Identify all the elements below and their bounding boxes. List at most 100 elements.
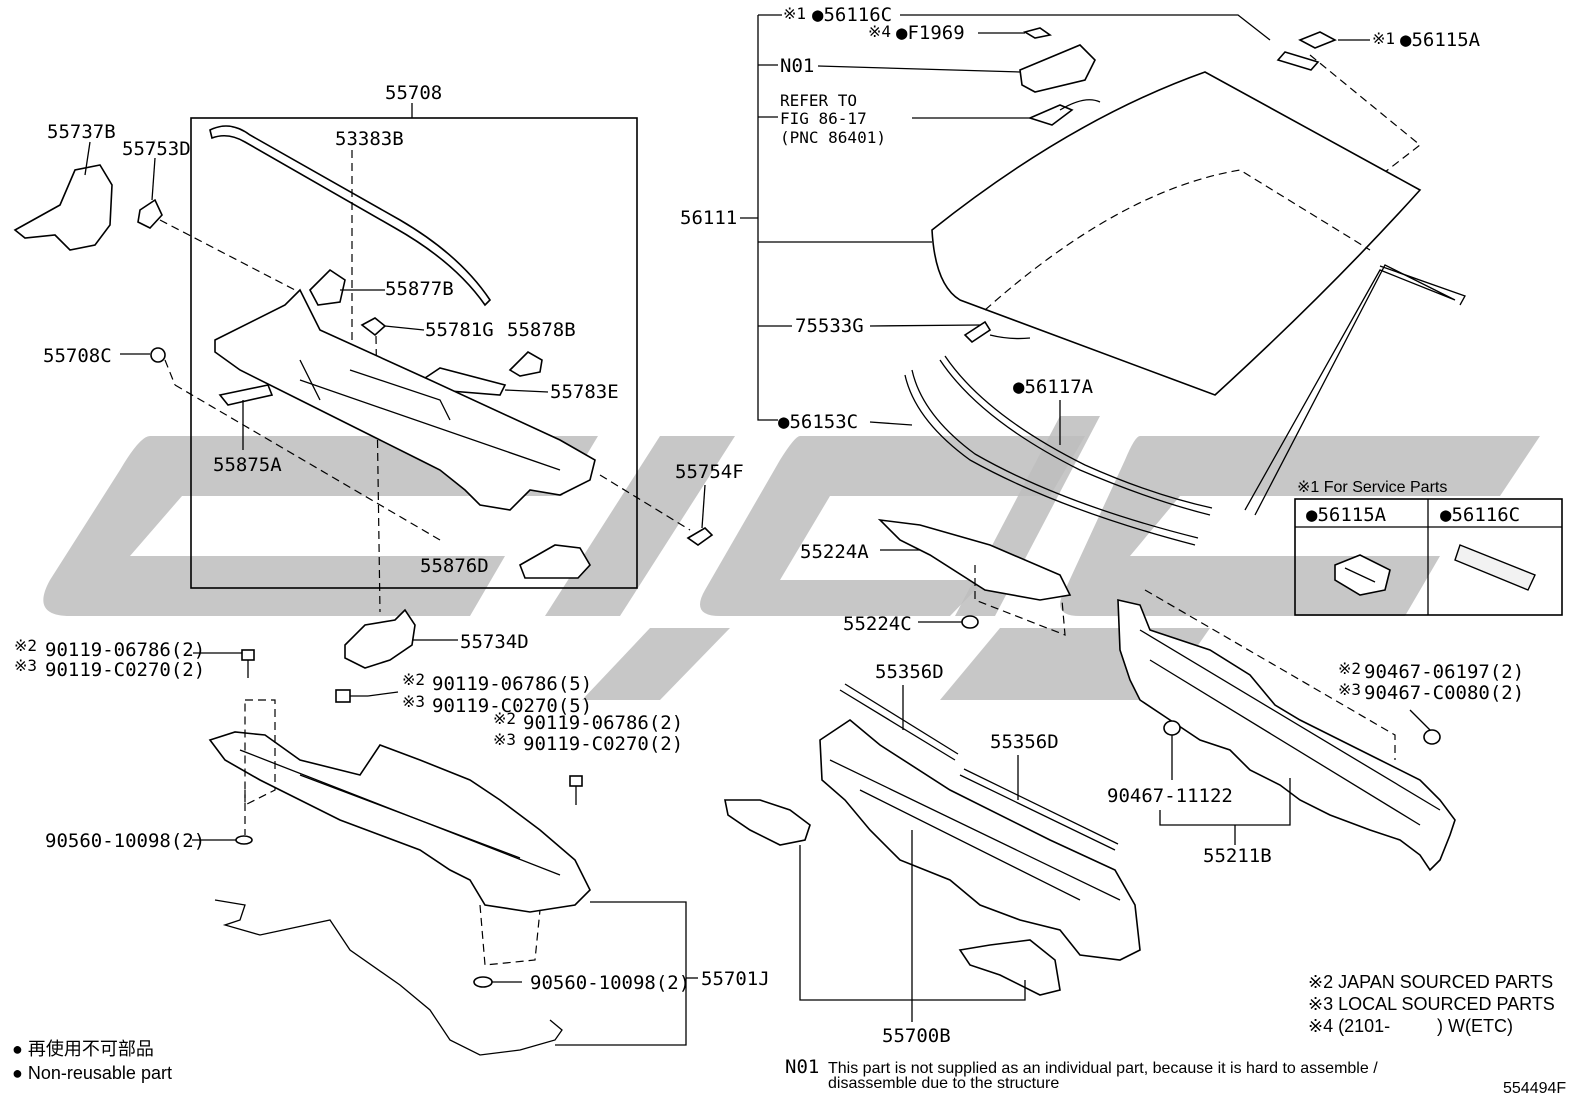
label-55224a[interactable]: 55224A: [800, 541, 869, 563]
part-55708c: [150, 347, 166, 363]
part-55877b: [309, 268, 346, 306]
label-53383b[interactable]: 53383B: [335, 128, 404, 150]
diagram-id: 554494F: [1503, 1080, 1566, 1097]
note-n01-line1: This part is not supplied as an individu…: [828, 1060, 1378, 1077]
part-55356d-strip-a: [839, 689, 956, 761]
label-90467-b[interactable]: 90467-C0080(2): [1364, 682, 1524, 704]
part-56111-windshield: [931, 71, 1422, 396]
part-sensor-86401: [1027, 104, 1074, 126]
label-56111[interactable]: 56111: [680, 207, 737, 229]
part-seal-hose: [214, 899, 563, 1056]
label-bolt-d-mark: ※3: [402, 692, 425, 711]
label-55356d-a[interactable]: 55356D: [875, 661, 944, 683]
label-bolt-a-mark: ※2: [14, 636, 37, 655]
label-56115a[interactable]: ●56115A: [1400, 29, 1481, 51]
label-bolt-c-mark: ※2: [402, 670, 425, 689]
bolt-icon: [569, 775, 583, 805]
parts-right: [724, 14, 1563, 1022]
legend-english: ● Non-reusable part: [12, 1063, 172, 1083]
part-90467-clip-b: [1163, 720, 1181, 736]
part-90560-grommet-a: [235, 835, 253, 845]
label-refer-2[interactable]: FIG 86-17: [780, 109, 867, 128]
part-55224a: [877, 518, 1072, 601]
label-90467-a[interactable]: 90467-06197(2): [1364, 661, 1524, 683]
part-55753d: [137, 198, 163, 229]
label-90560-a[interactable]: 90560-10098(2): [45, 830, 205, 852]
label-90467-c[interactable]: 90467-11122: [1107, 785, 1233, 807]
part-56117a-molding: [939, 359, 1211, 516]
part-55875a: [218, 384, 274, 406]
label-55877b[interactable]: 55877B: [385, 278, 454, 300]
label-55878b[interactable]: 55878B: [507, 319, 576, 341]
label-55753d[interactable]: 55753D: [122, 138, 191, 160]
label-55708[interactable]: 55708: [385, 82, 442, 104]
label-56116c[interactable]: ●56116C: [812, 4, 892, 26]
bolt-icon: [335, 689, 368, 703]
note-local-sourced: ※3 LOCAL SOURCED PARTS: [1308, 994, 1555, 1014]
label-bolt-e-mark: ※2: [493, 709, 516, 728]
label-refer-1: REFER TO: [780, 91, 857, 110]
service-table-col2[interactable]: ●56116C: [1440, 504, 1520, 526]
label-refer-3: (PNC 86401): [780, 128, 886, 147]
label-bolt-d[interactable]: 90119-C0270(5): [432, 695, 592, 717]
group-box-55708: [190, 117, 638, 589]
label-55737b[interactable]: 55737B: [47, 121, 116, 143]
service-table-title: ※1 For Service Parts: [1297, 479, 1447, 496]
label-55701j[interactable]: 55701J: [701, 968, 770, 990]
label-55754f[interactable]: 55754F: [675, 461, 744, 483]
part-56153c-molding: [904, 374, 1196, 546]
label-55875a[interactable]: 55875A: [213, 454, 282, 476]
label-n01[interactable]: N01: [780, 55, 814, 77]
label-55211b[interactable]: 55211B: [1203, 845, 1272, 867]
part-75533g-clip: [963, 320, 992, 344]
label-90467-b-mark: ※3: [1338, 680, 1361, 699]
label-55783e[interactable]: 55783E: [550, 381, 619, 403]
part-55224c: [961, 615, 979, 629]
label-56117a[interactable]: ●56117A: [1013, 376, 1094, 398]
parts-left: [13, 125, 714, 1056]
part-55754f: [686, 526, 714, 546]
part-55701j-lower: [208, 731, 591, 913]
labels: 55708 55737B 55753D 53383B 55877B 55781G…: [12, 4, 1566, 1097]
part-55878b: [508, 351, 543, 377]
label-bolt-b-mark: ※3: [14, 656, 37, 675]
label-bolt-c[interactable]: 90119-06786(5): [432, 673, 592, 695]
part-90467-clip-a: [1423, 729, 1441, 745]
label-55781g[interactable]: 55781G: [425, 319, 494, 341]
note-n01-line2: disassemble due to the structure: [828, 1075, 1059, 1092]
note-n01-code: N01: [785, 1056, 819, 1078]
label-f1969-mark: ※4: [868, 22, 891, 41]
part-75533g-seal: [1244, 264, 1456, 516]
service-table-col1[interactable]: ●56115A: [1306, 504, 1387, 526]
label-75533g[interactable]: 75533G: [795, 315, 864, 337]
label-56153c[interactable]: ●56153C: [778, 411, 858, 433]
label-bolt-f[interactable]: 90119-C0270(2): [523, 733, 683, 755]
part-side-bracket-left: [724, 799, 811, 846]
part-55737b: [13, 164, 113, 251]
label-bolt-f-mark: ※3: [493, 730, 516, 749]
label-55356d-b[interactable]: 55356D: [990, 731, 1059, 753]
part-56116c: [1276, 51, 1320, 71]
part-56115a-detail-icon: [1334, 554, 1391, 596]
part-55700b-cowl-panel: [819, 719, 1141, 961]
label-bolt-e[interactable]: 90119-06786(2): [523, 712, 683, 734]
label-55700b[interactable]: 55700B: [882, 1025, 951, 1047]
bolt-icon: [241, 649, 255, 678]
label-90560-b[interactable]: 90560-10098(2): [530, 972, 690, 994]
label-bolt-a[interactable]: 90119-06786(2): [45, 639, 205, 661]
part-55734d: [344, 608, 416, 669]
label-55224c[interactable]: 55224C: [843, 613, 912, 635]
label-55876d[interactable]: 55876D: [420, 555, 489, 577]
label-56115a-mark: ※1: [1372, 29, 1395, 48]
label-f1969[interactable]: ●F1969: [896, 22, 965, 44]
part-side-bracket-right: [958, 939, 1061, 996]
label-55708c[interactable]: 55708C: [43, 345, 112, 367]
part-90560-grommet-b: [473, 976, 493, 988]
part-55781g: [360, 317, 387, 337]
label-bolt-b[interactable]: 90119-C0270(2): [45, 659, 205, 681]
part-55876d: [519, 544, 591, 579]
label-90467-a-mark: ※2: [1338, 659, 1361, 678]
label-55734d[interactable]: 55734D: [460, 631, 529, 653]
legend-japanese: ● 再使用不可部品: [12, 1039, 154, 1059]
